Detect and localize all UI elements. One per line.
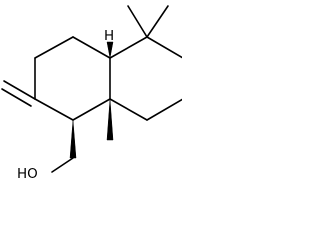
bond-c4a-c5 xyxy=(109,36,148,59)
bond-c3-c4 xyxy=(34,36,74,59)
bond-c5-methyl-b xyxy=(146,5,169,38)
h-wedge xyxy=(106,41,114,59)
h-atom-label: H xyxy=(104,28,114,44)
methylene-bond-inner xyxy=(1,88,32,107)
bond-c4-c4a xyxy=(72,36,111,59)
bond-c8a-c1 xyxy=(72,98,111,121)
methylene-bond-outer xyxy=(3,80,36,100)
molecule-svg: H HO xyxy=(1,5,182,182)
bond-c8-c8a xyxy=(109,98,148,121)
bond-c7-c8 xyxy=(146,98,182,121)
bond-c5-c6 xyxy=(146,36,182,59)
bond-ch2-o xyxy=(51,157,74,173)
bond-c1-c2 xyxy=(34,98,74,121)
ch2-wedge xyxy=(69,119,77,159)
methyl-wedge xyxy=(106,98,114,141)
bond-c5-methyl-a xyxy=(127,5,148,38)
hydroxyl-label: HO xyxy=(17,166,38,182)
